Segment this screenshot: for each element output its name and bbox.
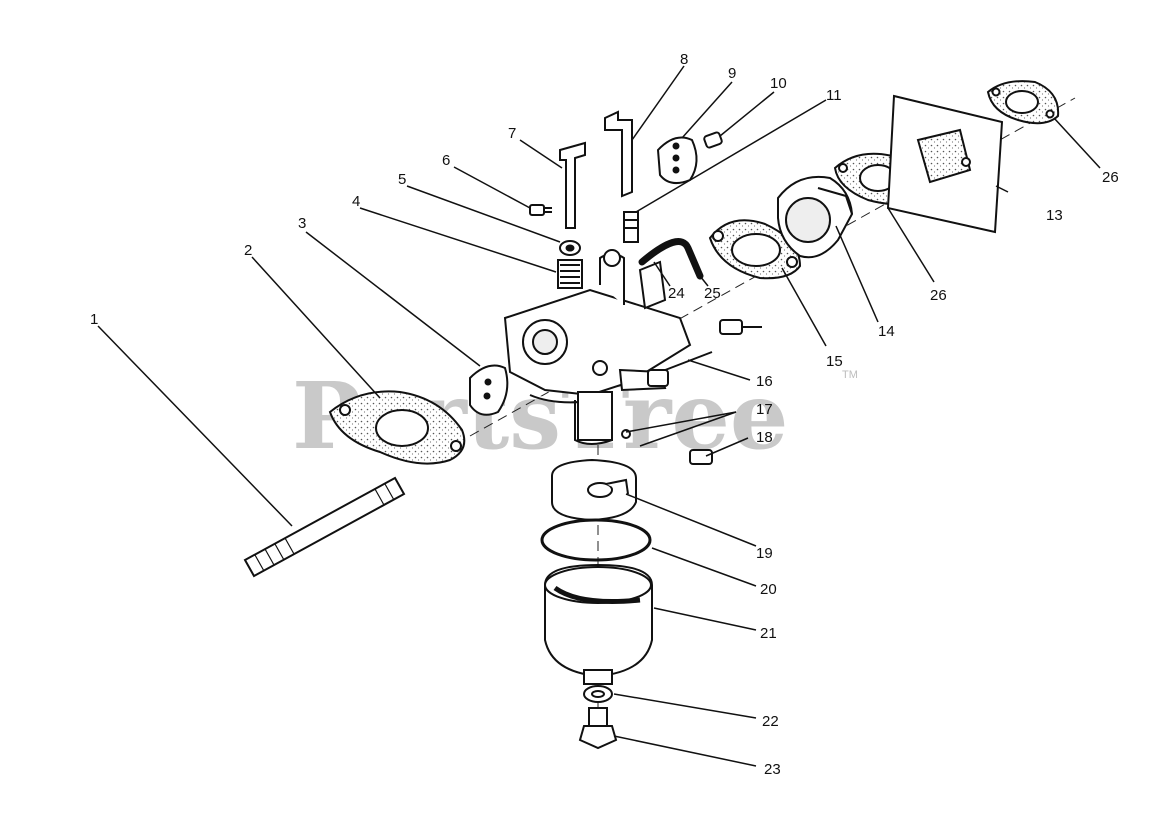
part-14-spacer (777, 176, 854, 259)
callout-17: 17 (756, 401, 773, 418)
callout-8: 8 (680, 51, 688, 68)
carburetor-body (503, 249, 692, 445)
part-13-plate (886, 94, 1004, 234)
part-9-plate (656, 136, 698, 185)
part-7-choke-shaft (559, 141, 586, 229)
callout-22: 22 (762, 713, 779, 730)
callout-24: 24 (668, 285, 685, 302)
callout-16: 16 (756, 373, 773, 390)
callout-23: 23 (764, 761, 781, 778)
callout-11: 11 (826, 87, 842, 104)
callout-20: 20 (760, 581, 777, 598)
part-5-washer (559, 240, 581, 256)
part-1-stud (243, 476, 406, 578)
part-26-gasket-top (986, 80, 1060, 125)
callout-7: 7 (508, 125, 516, 142)
callout-leader-lines (97, 65, 1101, 767)
part-4-spring (557, 259, 583, 289)
callout-6: 6 (442, 152, 450, 169)
part-15-gasket (708, 219, 802, 280)
callout-26-middle: 26 (930, 287, 947, 304)
callout-3: 3 (298, 215, 306, 232)
callout-1: 1 (90, 311, 98, 328)
callout-13: 13 (1046, 207, 1063, 224)
part-11-bushing (623, 211, 639, 243)
callout-18: 18 (756, 429, 773, 446)
callout-9: 9 (728, 65, 736, 82)
callout-2: 2 (244, 242, 252, 259)
watermark-trademark: TM (842, 369, 858, 381)
callout-19: 19 (756, 545, 773, 562)
part-23-bolt (578, 707, 618, 750)
callout-5: 5 (398, 171, 406, 188)
part-10-screw (703, 131, 723, 149)
callout-25: 25 (704, 285, 721, 302)
callout-26-top: 26 (1102, 169, 1119, 186)
part-19-float (551, 458, 637, 522)
part-3-throttle-plate (469, 364, 509, 416)
part-22-washer (583, 685, 613, 703)
part-24-25-hose (638, 238, 704, 280)
part-21-bowl (544, 563, 653, 685)
part-20-o-ring (540, 518, 652, 562)
callout-10: 10 (770, 75, 787, 92)
callout-4: 4 (352, 193, 360, 210)
part-screw-right (719, 319, 762, 335)
part-2-gasket (328, 390, 466, 465)
callout-21: 21 (760, 625, 777, 642)
callout-labels: 1 2 3 4 5 6 7 8 9 10 11 13 14 15 16 17 1… (90, 51, 1119, 778)
part-6-screw (529, 204, 552, 216)
part-16-needle (647, 351, 713, 387)
callout-14: 14 (878, 323, 895, 340)
part-8-throttle-shaft (604, 110, 633, 198)
callout-15: 15 (826, 353, 843, 370)
